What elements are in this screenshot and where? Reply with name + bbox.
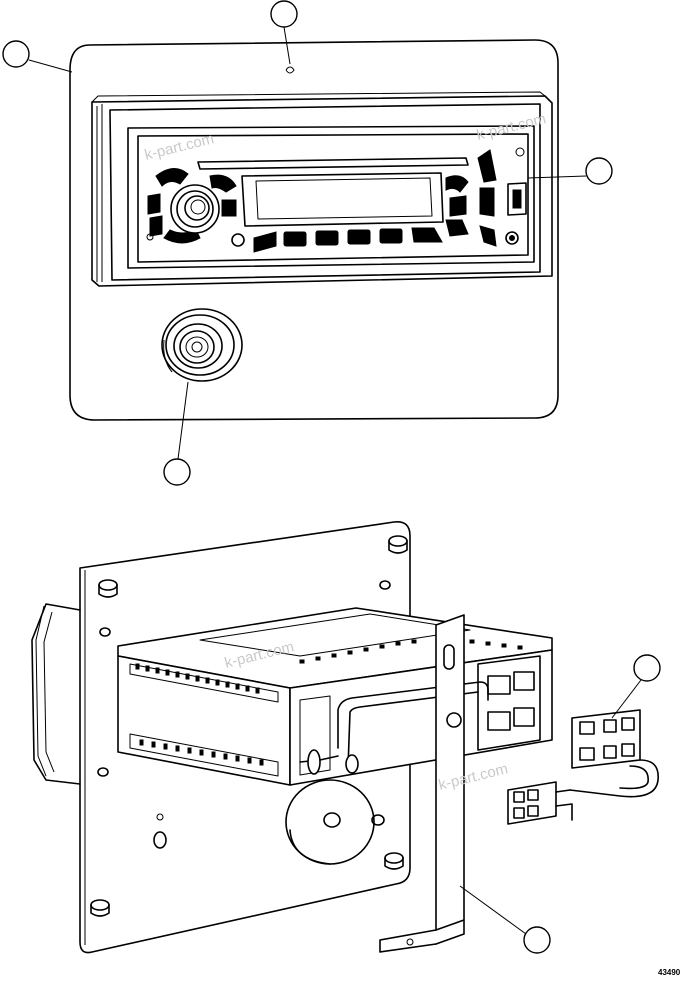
callout-speaker	[163, 381, 191, 486]
front-panel	[69, 39, 559, 421]
antenna-cable	[299, 681, 489, 775]
mounting-bracket	[379, 614, 465, 953]
callout-panel-notch	[270, 0, 298, 65]
callout-mounting-bracket	[459, 885, 551, 954]
round-speaker-grille	[161, 308, 243, 382]
callout-wiring-connector	[611, 654, 661, 719]
speaker-round-rear	[285, 779, 385, 865]
vent-slots	[135, 639, 523, 766]
radio-faceplate	[146, 147, 527, 253]
document-number: 43490	[658, 968, 681, 977]
callout-radio-unit	[527, 157, 613, 185]
callout-bezel-panel	[2, 40, 73, 73]
wiring-connector	[507, 709, 659, 825]
